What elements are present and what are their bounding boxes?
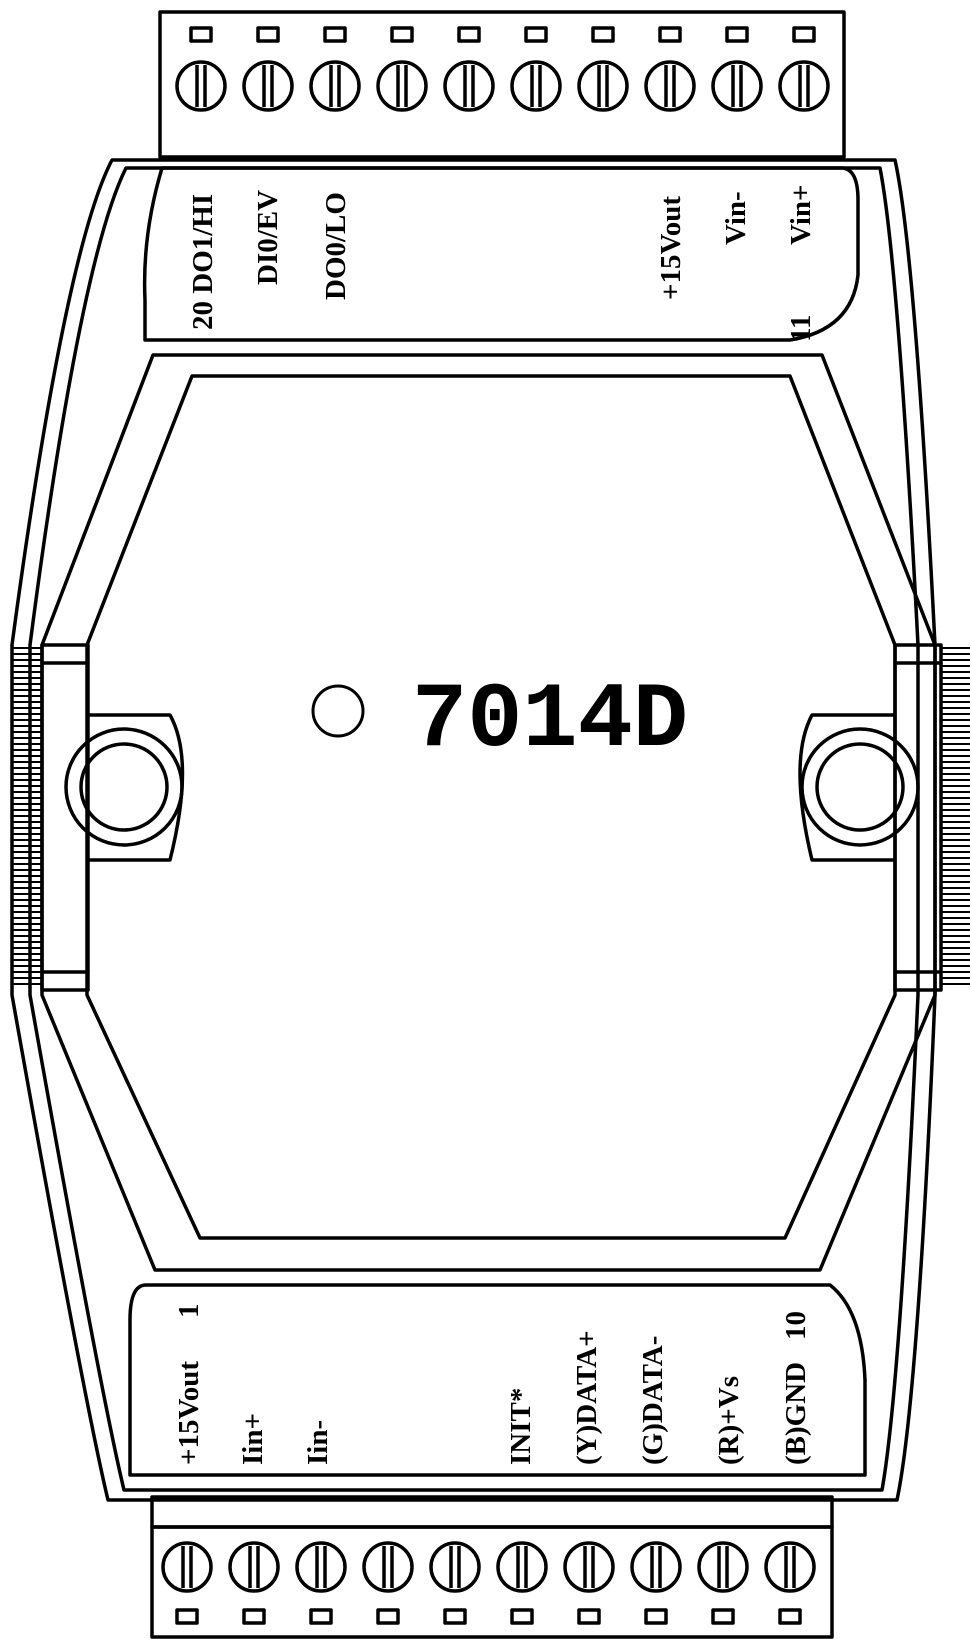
right-grip-ribs [941,647,970,985]
bottom-terminal-slot [376,1608,400,1625]
top-terminal-screws [175,26,830,112]
bottom-terminal-block [150,1495,834,1639]
top-screw-terminal [443,60,495,112]
bottom-pin-label-gdata-minus: (G)DATA- [637,1336,669,1465]
bottom-terminal-slot [242,1608,266,1625]
bottom-screw-terminal [764,1541,816,1593]
top-pin-label-do0-lo: DO0/LO [320,192,352,300]
top-terminal-body [158,10,846,159]
top-screw-terminal [175,60,227,112]
top-pin-label-do1-hi: 20 DO1/HI [187,194,219,330]
housing-outer [10,158,937,1502]
bottom-terminal-body [150,1525,834,1639]
bottom-pin-number-1: 1 [173,1304,205,1319]
bottom-terminal-slot [577,1608,601,1625]
bottom-terminal-slot [175,1608,199,1625]
bottom-terminal-slot [510,1608,534,1625]
bottom-screw-terminal [697,1541,749,1593]
bottom-pin-label-init: INIT* [505,1388,537,1465]
bottom-screw-terminal [362,1541,414,1593]
bottom-pin-label-iin-plus: Iin+ [237,1413,269,1465]
led-indicator [311,684,365,738]
bottom-screw-terminal [295,1541,347,1593]
top-terminal-slot [390,26,414,43]
right-mounting-hole [798,713,920,862]
top-terminal-slot [457,26,481,43]
left-grip-ribs [12,647,42,985]
top-label-panel [142,166,860,342]
top-terminal-slot [792,26,816,43]
top-terminal-slot [323,26,347,43]
bottom-pin-label-bgnd: (B)GND [780,1362,812,1465]
bottom-screw-terminal [563,1541,615,1593]
bottom-pin-label-ydata-plus: (Y)DATA+ [571,1330,603,1465]
top-screw-terminal [309,60,361,112]
bottom-screw-terminal [161,1541,213,1593]
top-screw-terminal [778,60,830,112]
top-screw-terminal [242,60,294,112]
left-mounting-hole [64,713,185,862]
bottom-screw-terminal [228,1541,280,1593]
module-housing: 7014D [10,158,970,1502]
bottom-pin-label-iin-minus: Iin- [302,1420,334,1465]
bottom-screw-terminal [429,1541,481,1593]
left-rail [40,643,90,992]
top-pin-label-15vout: +15Vout [655,196,687,300]
bottom-terminal-slot [778,1608,802,1625]
bottom-terminal-slot [443,1608,467,1625]
bottom-label-panel [128,1283,867,1477]
top-pin-number-11: 11 [785,315,817,342]
bottom-pin-labels: 1 +15Vout Iin+ Iin- INIT* (Y)DATA+ (G)DA… [173,1304,812,1466]
bottom-screw-terminal [496,1541,548,1593]
bottom-terminal-slot [711,1608,735,1625]
bottom-screw-terminal [630,1541,682,1593]
top-pin-labels: 20 DO1/HI DI0/EV DO0/LO +15Vout Vin- Vin… [187,184,817,342]
top-screw-terminal [510,60,562,112]
top-screw-terminal [577,60,629,112]
model-label: 7014D [412,668,688,773]
top-screw-terminal [376,60,428,112]
window-face [85,374,897,1240]
bottom-pin-number-10: 10 [780,1311,812,1340]
bottom-terminal-slot [644,1608,668,1625]
bottom-terminal-screws [161,1541,816,1625]
top-terminal-slot [591,26,615,43]
top-pin-label-vin-plus: Vin+ [785,184,817,245]
top-terminal-slot [524,26,548,43]
top-terminal-block [158,10,846,159]
bottom-pin-label-15vout: +15Vout [173,1361,205,1465]
top-screw-terminal [644,60,696,112]
top-terminal-slot [189,26,213,43]
top-screw-terminal [711,60,763,112]
top-terminal-slot [256,26,280,43]
housing-inner [28,166,920,1492]
top-terminal-slot [725,26,749,43]
bottom-pin-label-r-vs: (R)+Vs [713,1376,745,1465]
top-pin-label-di0-ev: DI0/EV [252,190,284,285]
top-pin-label-vin-minus: Vin- [720,191,752,245]
top-terminal-slot [658,26,682,43]
bottom-terminal-slot [309,1608,333,1625]
